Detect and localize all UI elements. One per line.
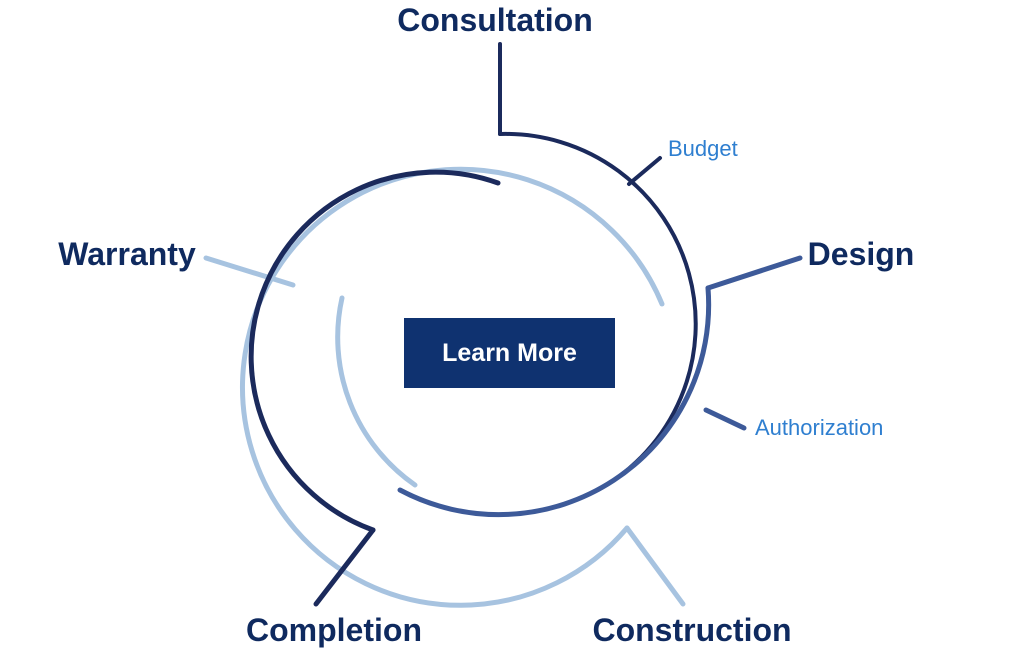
warranty-connector (203, 255, 296, 288)
learn-more-button[interactable]: Learn More (404, 318, 615, 388)
construction-connector (624, 525, 686, 607)
design-arc (397, 285, 712, 518)
completion-inner-arc (335, 295, 418, 488)
design-connector (705, 255, 803, 291)
consultation-arc (498, 131, 698, 492)
substep-label-authorization: Authorization (755, 415, 883, 440)
stage-label-consultation: Consultation (397, 2, 593, 38)
authorization-connector (703, 407, 747, 431)
stage-label-completion: Completion (246, 612, 422, 648)
completion-connector (313, 527, 376, 607)
budget-connector (627, 156, 662, 186)
substep-label-budget: Budget (668, 136, 738, 161)
stage-label-design: Design (808, 236, 915, 272)
construction-arc (240, 166, 665, 608)
stage-label-construction: Construction (592, 612, 791, 648)
stage-label-warranty: Warranty (58, 236, 196, 272)
completion-arc (248, 169, 501, 533)
